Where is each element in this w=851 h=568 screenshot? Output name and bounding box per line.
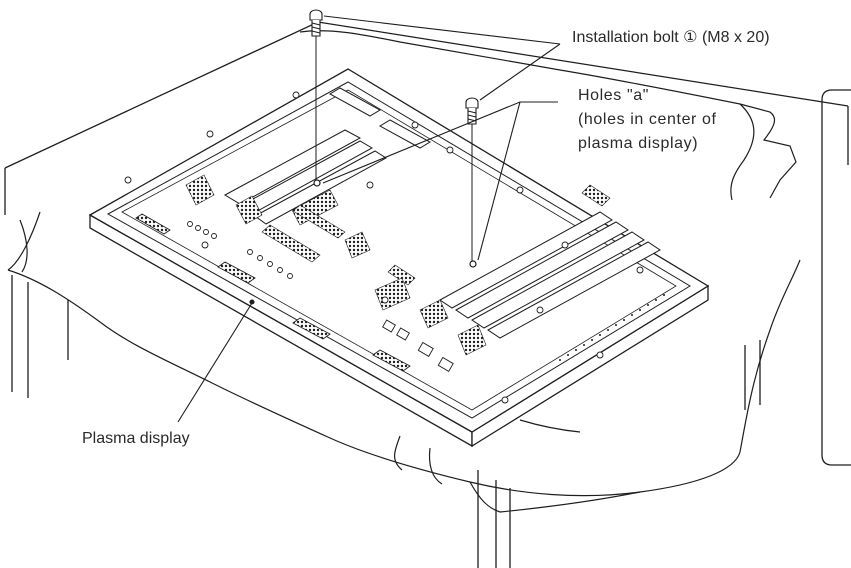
leader-plasma — [177, 302, 253, 423]
display-inner-bevel — [106, 81, 691, 419]
leader-bolt-2 — [479, 43, 561, 101]
holes-label: Holes "a" (holes in center of plasma dis… — [578, 84, 717, 156]
vent-grilles — [185, 174, 611, 356]
holes-label-line-1: Holes "a" — [578, 87, 650, 104]
edge-dots — [559, 294, 665, 361]
protective-cloth — [7, 30, 801, 513]
center-holes — [313, 179, 477, 268]
holes-label-line-2: (holes in center of — [578, 111, 717, 128]
bolt-icon — [309, 9, 323, 180]
display-back-face — [88, 68, 710, 433]
leader-holes-2 — [477, 101, 521, 261]
display-inner-bevel-2 — [121, 89, 677, 411]
rim-screws — [124, 91, 644, 404]
hole-a-right — [469, 260, 477, 268]
holes-label-line-3: plasma display) — [578, 135, 699, 152]
bolt-label: Installation bolt ① (M8 x 20) — [572, 29, 770, 46]
bolt-icon — [465, 97, 479, 261]
leader-lines — [177, 15, 561, 423]
hole-a-left — [313, 179, 321, 187]
plasma-display-body — [88, 68, 710, 448]
leader-bolt-1 — [323, 15, 561, 45]
terminal-panel — [135, 213, 454, 372]
back-panel-slots — [223, 87, 661, 339]
plasma-display-label: Plasma display — [82, 430, 190, 447]
side-bracket — [821, 89, 851, 466]
